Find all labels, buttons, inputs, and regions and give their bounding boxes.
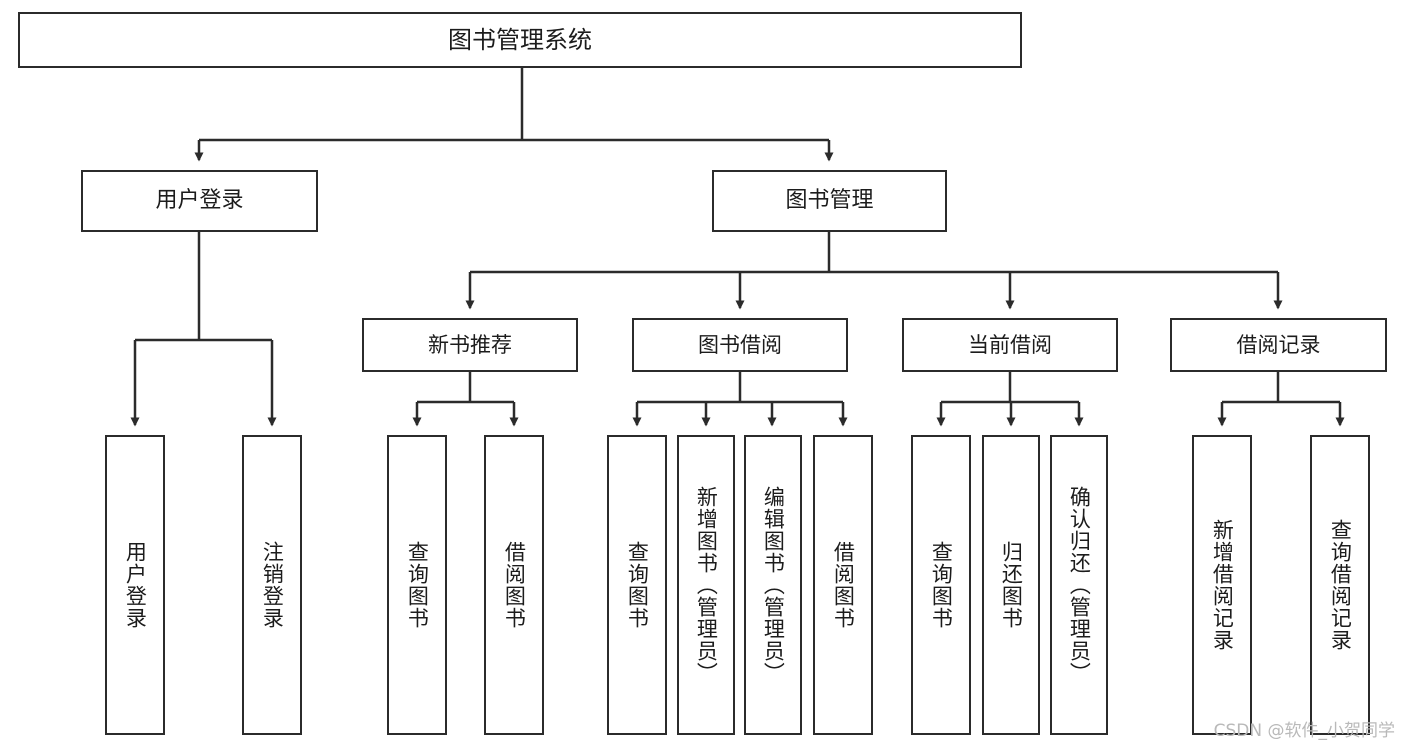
node-new-book-recommend[interactable]: 新书推荐 xyxy=(362,318,578,372)
node-label: 查询图书 xyxy=(405,541,430,629)
node-label: 新增图书（管理员） xyxy=(694,486,719,684)
node-label: 图书借阅 xyxy=(698,332,782,357)
leaf-borrow-record-query-record[interactable]: 查询借阅记录 xyxy=(1310,435,1370,735)
watermark-text: CSDN @软件_小贺同学 xyxy=(1213,721,1395,741)
leaf-user-login-logout[interactable]: 注销登录 xyxy=(242,435,302,735)
node-label: 借阅图书 xyxy=(502,541,527,629)
node-label: 查询图书 xyxy=(929,541,954,629)
node-borrow-record[interactable]: 借阅记录 xyxy=(1170,318,1387,372)
node-label: 用户登录 xyxy=(123,541,148,629)
node-label: 归还图书 xyxy=(999,541,1024,629)
node-root-book-management-system[interactable]: 图书管理系统 xyxy=(18,12,1022,68)
node-label: 查询图书 xyxy=(625,541,650,629)
leaf-user-login-login[interactable]: 用户登录 xyxy=(105,435,165,735)
leaf-borrow-record-add-record[interactable]: 新增借阅记录 xyxy=(1192,435,1252,735)
node-label: 注销登录 xyxy=(260,541,285,629)
node-label: 借阅图书 xyxy=(831,541,856,629)
node-label: 确认归还（管理员） xyxy=(1067,486,1092,684)
leaf-new-book-query-book[interactable]: 查询图书 xyxy=(387,435,447,735)
node-label: 新书推荐 xyxy=(428,332,512,357)
node-book-borrow[interactable]: 图书借阅 xyxy=(632,318,848,372)
leaf-book-borrow-query-book[interactable]: 查询图书 xyxy=(607,435,667,735)
node-label: 图书管理 xyxy=(785,188,874,214)
leaf-book-borrow-edit-book-admin[interactable]: 编辑图书（管理员） xyxy=(744,435,802,735)
leaf-current-borrow-query-book[interactable]: 查询图书 xyxy=(911,435,971,735)
leaf-current-borrow-return-book[interactable]: 归还图书 xyxy=(982,435,1040,735)
node-label: 当前借阅 xyxy=(968,332,1052,357)
node-label: 新增借阅记录 xyxy=(1210,519,1235,651)
leaf-current-borrow-confirm-return-admin[interactable]: 确认归还（管理员） xyxy=(1050,435,1108,735)
node-label: 借阅记录 xyxy=(1236,332,1321,357)
leaf-book-borrow-borrow-book[interactable]: 借阅图书 xyxy=(813,435,873,735)
leaf-book-borrow-add-book-admin[interactable]: 新增图书（管理员） xyxy=(677,435,735,735)
node-book-management[interactable]: 图书管理 xyxy=(712,170,947,232)
node-label: 查询借阅记录 xyxy=(1328,519,1353,651)
node-label: 编辑图书（管理员） xyxy=(761,486,786,684)
node-current-borrow[interactable]: 当前借阅 xyxy=(902,318,1118,372)
leaf-new-book-borrow-book[interactable]: 借阅图书 xyxy=(484,435,544,735)
node-label: 图书管理系统 xyxy=(448,25,592,54)
node-user-login[interactable]: 用户登录 xyxy=(81,170,318,232)
node-label: 用户登录 xyxy=(155,188,244,214)
